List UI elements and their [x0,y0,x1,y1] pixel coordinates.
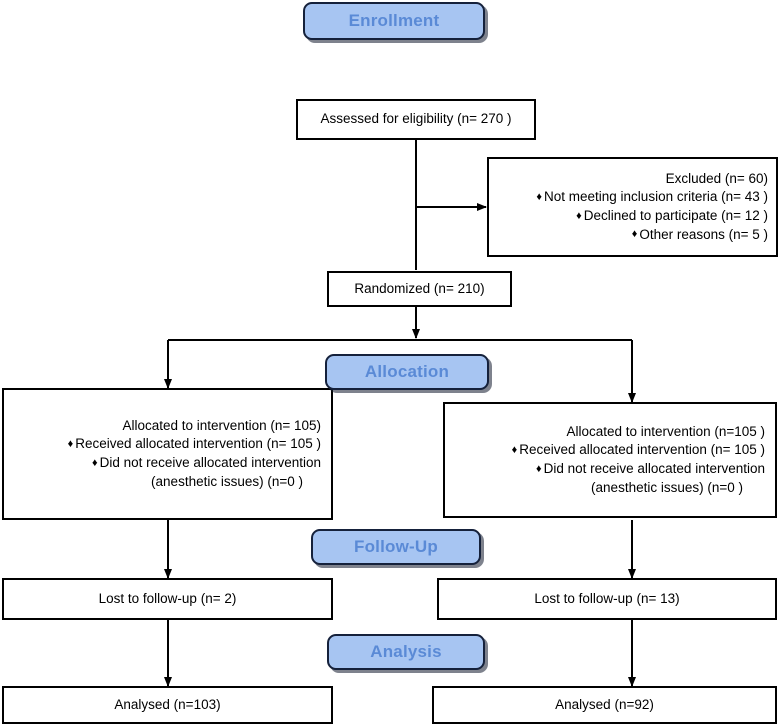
stage-banner-analysis: Analysis [327,634,485,670]
excluded-reason-3: Other reasons (n= 5 ) [639,226,768,242]
randomized-text: Randomized (n= 210) [354,280,485,296]
diamond-bullet-icon: ♦ [91,456,98,469]
stage-banner-enrollment-label: Enrollment [348,11,440,30]
allocation-right-item-2: Did not receive allocated intervention [543,461,765,476]
stage-banner-enrollment: Enrollment [303,2,485,40]
allocation-left-heading: Allocated to intervention (n= 105) [122,417,322,433]
allocation-right-item-row: ♦Received allocated intervention (n= 105… [512,441,765,460]
followup-right-text: Lost to follow-up (n= 13) [534,590,680,606]
box-analysis-right: Analysed (n=92) [432,686,777,724]
analysis-left-text: Analysed (n=103) [114,696,221,712]
allocation-left-item-3: (anesthetic issues) (n=0 ) [151,473,303,489]
box-excluded: Excluded (n= 60) ♦Not meeting inclusion … [487,157,778,257]
diamond-bullet-icon: ♦ [631,228,638,241]
allocation-left-item-row: ♦Received allocated intervention (n= 105… [68,435,321,454]
excluded-reason-row: ♦Not meeting inclusion criteria (n= 43 ) [536,188,768,207]
stage-banner-followup: Follow-Up [311,529,481,565]
diamond-bullet-icon: ♦ [536,191,543,204]
box-assessed-for-eligibility: Assessed for eligibility (n= 270 ) [296,99,536,140]
diamond-bullet-icon: ♦ [576,209,582,222]
assessed-text: Assessed for eligibility (n= 270 ) [320,111,512,127]
stage-banner-followup-label: Follow-Up [354,537,438,556]
allocation-left-item-2: Did not receive allocated intervention [99,455,321,470]
allocation-left-item-row: ♦Did not receive allocated intervention [92,454,321,473]
box-allocation-right: Allocated to intervention (n=105 ) ♦Rece… [443,402,777,518]
excluded-reason-row: ♦Other reasons (n= 5 ) [632,226,768,245]
excluded-reason-2: Declined to participate (n= 12 ) [583,208,768,223]
allocation-right-heading: Allocated to intervention (n=105 ) [566,423,766,439]
stage-banner-analysis-label: Analysis [370,642,442,661]
stage-banner-allocation: Allocation [325,354,489,390]
excluded-reason-1: Not meeting inclusion criteria (n= 43 ) [544,189,768,205]
allocation-right-item-row: ♦Did not receive allocated intervention [536,460,765,479]
box-followup-left: Lost to follow-up (n= 2) [2,578,333,620]
stage-banner-allocation-label: Allocation [364,362,450,381]
diamond-bullet-icon: ♦ [535,462,542,475]
box-randomized: Randomized (n= 210) [327,271,512,307]
box-followup-right: Lost to follow-up (n= 13) [437,578,777,620]
allocation-left-item-1: Received allocated intervention (n= 105 … [75,436,321,452]
allocation-right-item-3: (anesthetic issues) (n=0 ) [591,479,743,495]
diamond-bullet-icon: ♦ [67,438,74,451]
box-analysis-left: Analysed (n=103) [2,686,333,724]
box-allocation-left: Allocated to intervention (n= 105) ♦Rece… [2,388,333,520]
analysis-right-text: Analysed (n=92) [555,696,654,712]
diamond-bullet-icon: ♦ [511,444,518,457]
excluded-heading: Excluded (n= 60) [665,170,768,186]
allocation-right-item-1: Received allocated intervention (n= 105 … [519,442,765,458]
excluded-reason-row: ♦Declined to participate (n= 12 ) [576,207,768,226]
followup-left-text: Lost to follow-up (n= 2) [98,590,237,606]
